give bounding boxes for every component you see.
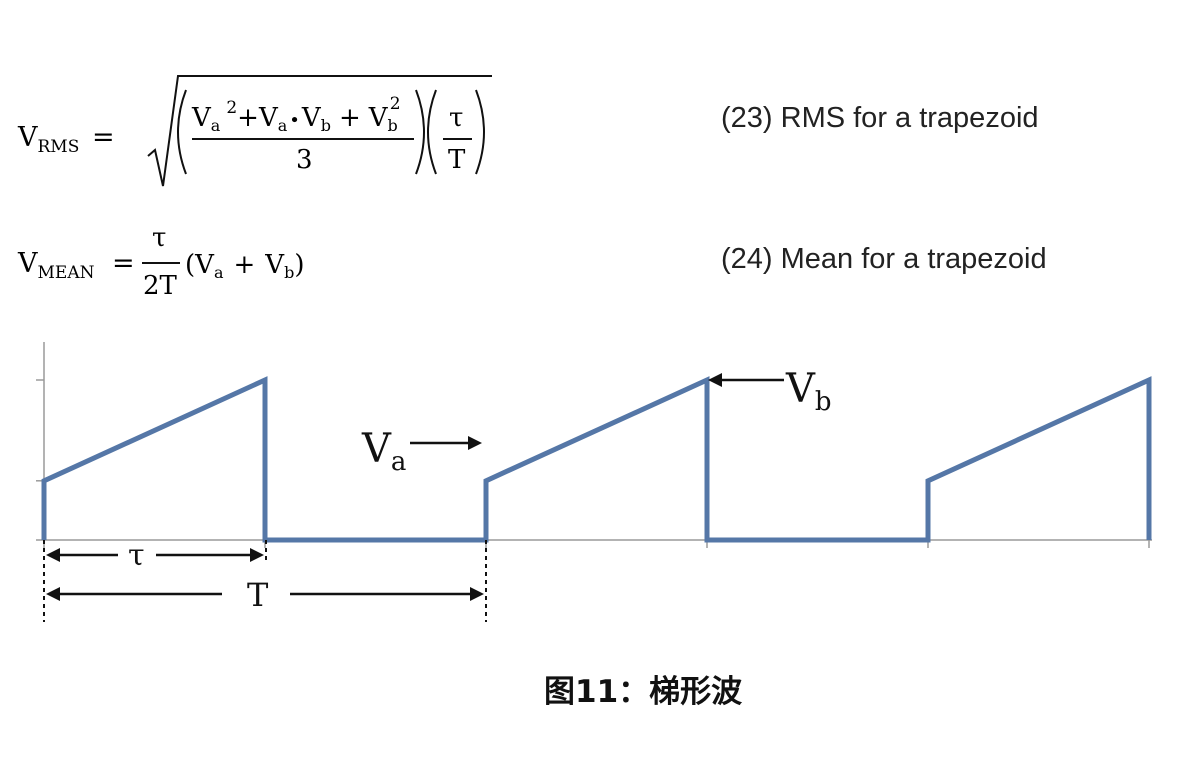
equation-mean: VMEAN = τ 2T (Va+Vb): [0, 218, 360, 304]
trapezoid-wave-line: [41, 376, 1152, 543]
mean-numerator: τ: [152, 223, 166, 253]
vb-arrow-head: [708, 373, 722, 387]
equation-mean-svg: VMEAN = τ 2T (Va+Vb): [17, 223, 304, 301]
tau-label: τ: [128, 538, 145, 573]
mean-equals: =: [112, 248, 135, 279]
rms-tau: τ: [449, 103, 463, 133]
tau-dim-left-head: [46, 548, 60, 562]
mean-lhs: VMEAN: [17, 248, 95, 283]
va-label: Va: [361, 426, 406, 477]
rms-denominator: 3: [296, 145, 313, 175]
rms-period: T: [448, 145, 466, 175]
equation-rms: VRMS = Va2+Va•Vb+Vb2 3 τ T: [0, 60, 520, 190]
mean-sum: (Va+Vb): [185, 250, 304, 282]
right-paren: [415, 89, 425, 175]
waveform-pulses: [41, 376, 1152, 543]
vb-label: Vb: [785, 366, 832, 417]
equation-23-label: (23) RMS for a trapezoid: [721, 102, 1039, 134]
rms-equals: =: [92, 122, 115, 153]
tau-dim-right-head: [250, 548, 264, 562]
period-dim-right-head: [470, 587, 484, 601]
va-arrow-head: [468, 436, 482, 450]
trapezoid-waveform-diagram: Va Vb τ T: [36, 342, 1152, 622]
tau-left-paren: [427, 89, 437, 175]
period-label: T: [247, 576, 269, 614]
rms-lhs: VRMS: [17, 122, 79, 157]
rms-numerator: Va2+Va•Vb+Vb2: [191, 94, 401, 135]
tau-right-paren: [475, 89, 485, 175]
left-paren: [177, 89, 187, 175]
equation-24-label: (24) Mean for a trapezoid: [721, 243, 1047, 275]
mean-denominator: 2T: [143, 271, 178, 301]
equation-rms-svg: VRMS = Va2+Va•Vb+Vb2 3 τ T: [17, 75, 492, 187]
axes: [36, 342, 1152, 548]
sqrt-sign: [147, 75, 492, 187]
period-dim-left-head: [46, 587, 60, 601]
figure-caption: 图11：梯形波: [544, 674, 743, 710]
annotations: Va Vb τ T: [43, 366, 832, 622]
